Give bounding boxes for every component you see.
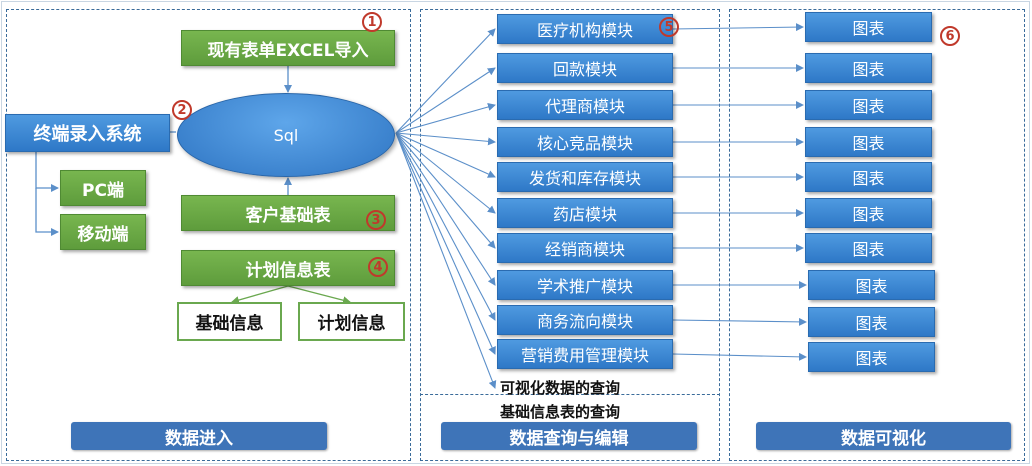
arrow-plan-to-planinfo [287,285,351,305]
fan-arrow [395,103,496,134]
fan-arrow [395,132,496,214]
marker-6: 6 [940,26,960,46]
marker-1: 1 [362,12,382,32]
chart-label: 图表 [852,205,885,224]
fan-arrow [395,132,496,178]
footer-data-visualization: 数据可视化 [756,422,1011,450]
panel-data-visualization [729,9,1025,461]
fan-arrow [395,132,497,389]
arrow-terminal-to-pc [35,152,59,192]
module-label: 核心竞品模块 [536,134,633,153]
chart-label: 图表 [852,19,885,38]
module-box: 回款模块 [497,53,673,83]
module-label: 商务流向模块 [536,312,633,331]
footer-data-query: 数据查询与编辑 [441,422,697,450]
fan-arrow [395,132,496,321]
chart-label: 图表 [855,349,888,368]
fan-arrow [395,67,496,134]
plan-info-table-label: 计划信息表 [245,260,331,281]
customer-base-table-box: 客户基础表 [181,195,395,231]
footer-data-entry: 数据进入 [71,422,327,450]
fan-arrow [395,132,496,146]
chart-label: 图表 [855,314,888,333]
chart-label: 图表 [852,240,885,259]
panel-data-query [420,9,720,461]
marker-3: 3 [366,210,386,230]
module-box: 代理商模块 [497,90,673,120]
fan-arrow [395,132,496,249]
module-box: 商务流向模块 [497,305,673,335]
pc-box: PC端 [60,170,146,206]
fan-arrow [395,132,496,286]
module-label: 药店模块 [552,205,617,224]
chart-box: 图表 [805,127,932,157]
module-label: 代理商模块 [544,97,625,116]
customer-base-table-label: 客户基础表 [245,205,331,226]
fan-arrow [395,132,496,355]
sql-label: Sql [273,125,299,145]
chart-label: 图表 [852,60,885,79]
plan-info-table-box: 计划信息表 [181,250,395,286]
mobile-label: 移动端 [77,224,129,245]
module-box: 营销费用管理模块 [497,339,673,369]
plan-info-label: 计划信息 [317,314,386,334]
module-box: 学术推广模块 [497,270,673,300]
marker-2: 2 [172,100,192,120]
query-divider-box [420,394,720,395]
chart-box: 图表 [805,162,932,192]
module-box: 医疗机构模块 [497,14,673,44]
arrow-plan-to-basic [231,285,289,304]
chart-label: 图表 [852,169,885,188]
pc-label: PC端 [82,180,124,201]
fan-arrow [395,28,496,134]
module-label: 回款模块 [552,60,617,79]
arrow-terminal-to-mobile [35,188,59,236]
terminal-entry-box: 终端录入系统 [5,114,170,152]
module-chart-links [672,23,807,361]
marker-5: 5 [659,17,679,37]
chart-label: 图表 [852,97,885,116]
module-label: 营销费用管理模块 [520,346,649,365]
basic-info-label: 基础信息 [195,314,264,334]
module-label: 发货和库存模块 [528,169,641,188]
terminal-entry-label: 终端录入系统 [33,124,142,145]
module-label: 经销商模块 [544,240,625,259]
module-box: 药店模块 [497,198,673,228]
plan-info-box: 计划信息 [298,302,405,341]
excel-import-label: 现有表单EXCEL导入 [207,40,369,61]
query-visual-data: 可视化数据的查询 [500,379,621,397]
chart-box: 图表 [808,270,935,300]
chart-box: 图表 [805,198,932,228]
chart-label: 图表 [852,134,885,153]
chart-box: 图表 [805,90,932,120]
excel-import-box: 现有表单EXCEL导入 [181,30,395,66]
mobile-box: 移动端 [60,214,146,250]
chart-box: 图表 [808,342,935,372]
module-to-chart-arrow [672,23,804,32]
module-label: 学术推广模块 [536,277,633,296]
chart-label: 图表 [855,277,888,296]
marker-4: 4 [368,257,388,277]
panel-data-entry [6,9,411,461]
module-box: 经销商模块 [497,233,673,263]
module-to-chart-arrow [672,352,807,361]
chart-box: 图表 [805,53,932,83]
chart-box: 图表 [805,12,932,42]
sql-database: Sql [177,93,395,177]
module-box: 核心竞品模块 [497,127,673,157]
module-label: 医疗机构模块 [536,21,633,40]
basic-info-box: 基础信息 [177,302,282,341]
chart-box: 图表 [805,233,932,263]
module-to-chart-arrow [672,317,807,326]
fan-lines [395,28,497,389]
module-box: 发货和库存模块 [497,162,673,192]
chart-box: 图表 [808,307,935,337]
query-basic-info: 基础信息表的查询 [500,403,621,421]
